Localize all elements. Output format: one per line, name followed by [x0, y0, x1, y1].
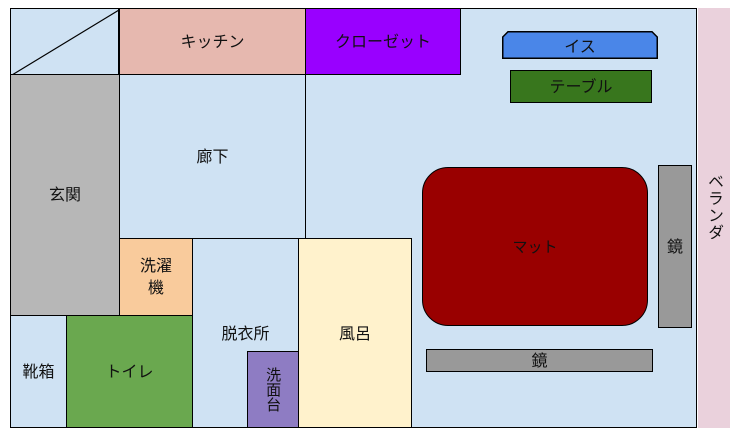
- mirror-vertical: 鏡: [658, 165, 692, 328]
- mirror-vertical-label: 鏡: [666, 236, 683, 256]
- sink: 洗面台: [247, 351, 299, 428]
- mirror-horizontal: 鏡: [426, 349, 653, 372]
- mat: マット: [422, 167, 648, 326]
- shoe-box: 靴箱: [10, 315, 67, 428]
- chair: イス: [502, 31, 658, 59]
- toilet: トイレ: [66, 315, 193, 428]
- bath-label: 風呂: [338, 324, 371, 343]
- entrance-label: 玄関: [48, 185, 81, 205]
- kitchen: キッチン: [119, 8, 306, 75]
- kitchen-label: キッチン: [180, 31, 245, 51]
- washing-machine-label: 洗濯機: [139, 256, 172, 297]
- shoe-box-label: 靴箱: [22, 361, 55, 381]
- sink-label: 洗面台: [264, 367, 283, 412]
- dressing-room: 脱衣所: [192, 238, 299, 428]
- hallway: 廊下: [119, 74, 306, 239]
- table-label: テーブル: [549, 76, 613, 96]
- void-cell: [10, 8, 120, 76]
- closet-label: クローゼット: [334, 31, 431, 51]
- closet: クローゼット: [305, 8, 461, 75]
- mat-label: マット: [512, 238, 558, 256]
- washing-machine: 洗濯機: [119, 238, 193, 316]
- dressing-room-label: 脱衣所: [221, 324, 270, 343]
- table: テーブル: [510, 70, 652, 103]
- mirror-horizontal-label: 鏡: [531, 350, 548, 370]
- diagonal-line-icon: [11, 9, 120, 76]
- veranda-label: ベランダ: [705, 173, 724, 241]
- entrance: 玄関: [10, 74, 120, 316]
- hallway-label: 廊下: [196, 146, 229, 166]
- veranda: ベランダ: [698, 8, 730, 428]
- bath: 風呂: [298, 238, 412, 428]
- chair-label: イス: [564, 37, 596, 56]
- toilet-label: トイレ: [105, 361, 154, 381]
